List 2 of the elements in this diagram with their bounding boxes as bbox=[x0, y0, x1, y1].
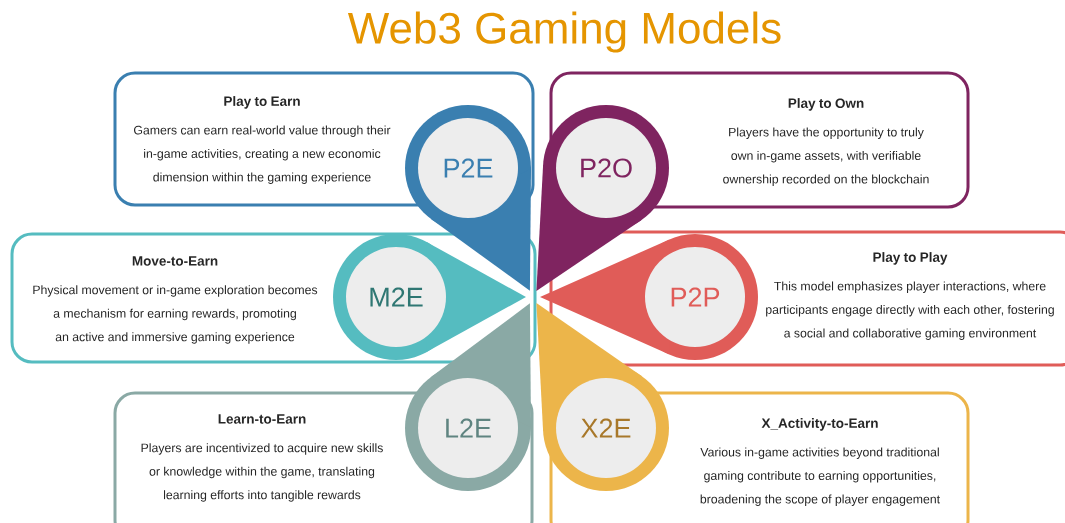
title: Web3 Gaming Models bbox=[347, 11, 781, 53]
petal-badge: X2E bbox=[536, 303, 669, 491]
